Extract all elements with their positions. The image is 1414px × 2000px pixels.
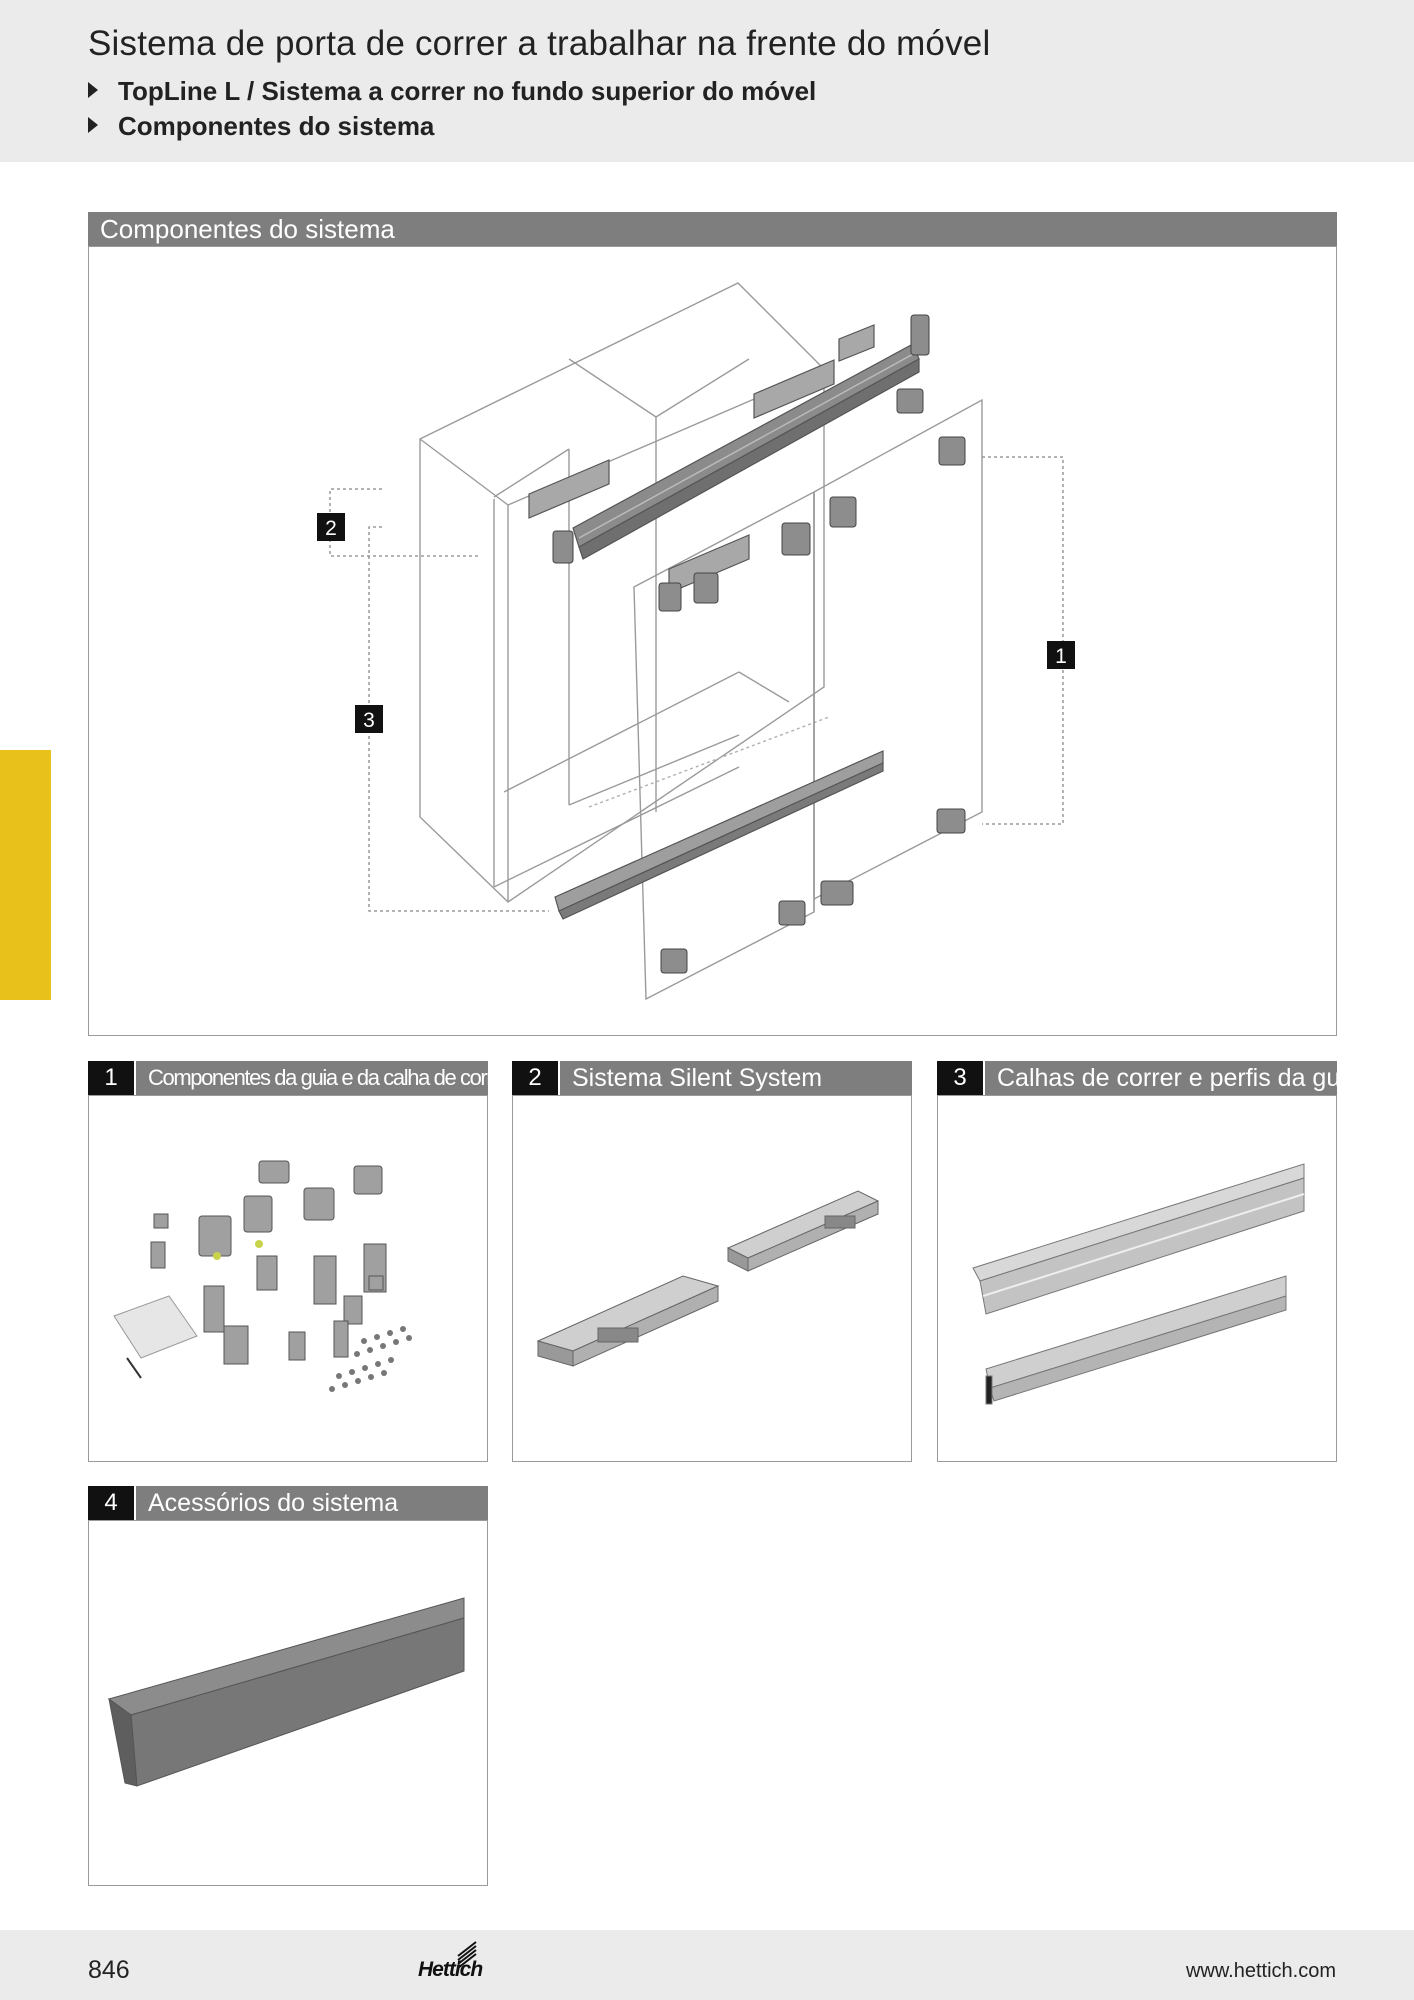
- page-title: Sistema de porta de correr a trabalhar n…: [88, 24, 991, 63]
- main-illustration-box: 2 3 1: [88, 246, 1337, 1036]
- callout-3-label: 3: [363, 709, 375, 732]
- callout-2-label: 2: [325, 517, 337, 540]
- callout-markers: 2 3 1: [317, 513, 1075, 733]
- card-3-image-box: [937, 1095, 1337, 1462]
- card-3-title: Calhas de correr e perfis da guia: [985, 1061, 1337, 1095]
- rails-profiles-image: [972, 1163, 1305, 1405]
- card-2-image-box: [512, 1095, 912, 1462]
- exploded-view-illustration: 2 3 1: [317, 282, 1075, 1001]
- triangle-right-icon: [88, 82, 98, 98]
- page-header: [0, 0, 1414, 162]
- card-1-number: 1: [88, 1061, 134, 1095]
- hettich-logo-icon: [457, 1941, 477, 1969]
- brand-logo-text: Hettich: [418, 1958, 483, 1981]
- subline-product: TopLine L / Sistema a correr no fundo su…: [88, 76, 816, 107]
- subline-product-text: TopLine L / Sistema a correr no fundo su…: [118, 76, 817, 106]
- card-3-number: 3: [937, 1061, 983, 1095]
- card-2-number: 2: [512, 1061, 558, 1095]
- main-panel-title: Componentes do sistema: [88, 212, 1337, 246]
- website-url[interactable]: www.hettich.com: [1185, 1960, 1336, 1982]
- card-1-image-box: [88, 1095, 488, 1462]
- card-1-title: Componentes da guia e da calha de correr: [136, 1061, 488, 1095]
- page-number: 846: [88, 1956, 130, 1984]
- silent-system-image: [536, 1190, 880, 1367]
- triangle-right-icon: [88, 117, 98, 133]
- system-accessory-image: [107, 1597, 465, 1787]
- callout-1-label: 1: [1055, 645, 1067, 668]
- card-4-number: 4: [88, 1486, 134, 1520]
- card-4-title: Acessórios do sistema: [136, 1486, 488, 1520]
- chapter-tab: [0, 750, 51, 1000]
- page-footer: [0, 1930, 1414, 2000]
- card-2-title: Sistema Silent System: [560, 1061, 912, 1095]
- subline-section-text: Componentes do sistema: [118, 111, 435, 141]
- subline-section: Componentes do sistema: [88, 111, 434, 142]
- card-4-image-box: [88, 1520, 488, 1886]
- guide-components-image: [113, 1160, 412, 1392]
